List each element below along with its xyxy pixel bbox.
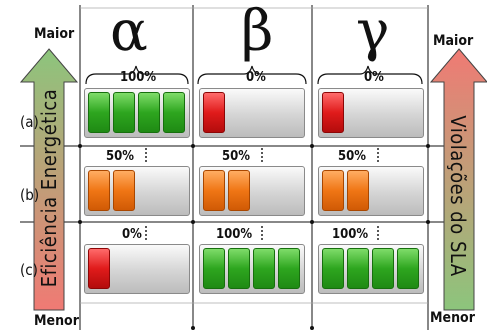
column-pct-alpha: 100% <box>120 70 157 85</box>
brace-col3 <box>317 65 423 85</box>
column-header-beta: β <box>241 0 274 64</box>
battery-cell <box>228 170 250 211</box>
battery-c3 <box>318 244 424 294</box>
battery-cell <box>88 248 110 289</box>
battery-cell <box>278 248 300 289</box>
brace-col1 <box>85 65 189 85</box>
right-bottom-label: Menor <box>430 310 475 326</box>
left-arrow <box>20 48 78 311</box>
cell-pct-c2: 100% <box>216 227 253 242</box>
battery-cell <box>253 248 275 289</box>
battery-a1 <box>84 88 190 138</box>
right-arrow <box>430 48 487 311</box>
cell-pct-c3: 100% <box>332 227 369 242</box>
left-axis-title: Eficiência Energética <box>37 88 61 288</box>
column-pct-gamma: 0% <box>364 70 384 85</box>
column-pct-beta: 0% <box>246 70 266 85</box>
battery-b3 <box>318 166 424 216</box>
battery-cell <box>347 170 369 211</box>
left-bottom-label: Menor <box>34 313 79 329</box>
battery-cell <box>203 92 225 133</box>
battery-cell <box>88 92 110 133</box>
battery-cell <box>322 92 344 133</box>
battery-cell <box>113 170 135 211</box>
battery-c1 <box>84 244 190 294</box>
brace-col2 <box>197 65 307 85</box>
left-top-label: Maior <box>34 26 75 42</box>
battery-cell <box>372 248 394 289</box>
battery-cell <box>203 248 225 289</box>
cell-pct-b2: 50% <box>222 149 250 164</box>
battery-cell <box>113 92 135 133</box>
battery-cell <box>203 170 225 211</box>
cell-pct-c1: 0% <box>122 227 142 242</box>
battery-b1 <box>84 166 190 216</box>
battery-cell <box>228 248 250 289</box>
row-label-c: (c) <box>20 261 38 279</box>
row-label-b: (b) <box>20 186 40 204</box>
battery-a2 <box>199 88 305 138</box>
battery-cell <box>397 248 419 289</box>
column-header-gamma: γ <box>356 0 390 64</box>
column-header-alpha: α <box>110 0 148 64</box>
right-top-label: Maior <box>433 33 474 49</box>
battery-cell <box>347 248 369 289</box>
row-label-a: (a) <box>20 113 39 131</box>
battery-cell <box>163 92 185 133</box>
battery-b2 <box>199 166 305 216</box>
battery-c2 <box>199 244 305 294</box>
cell-pct-b1: 50% <box>106 149 134 164</box>
battery-cell <box>88 170 110 211</box>
right-axis-title: Violações do SLA <box>446 115 470 277</box>
battery-cell <box>138 92 160 133</box>
cell-pct-b3: 50% <box>338 149 366 164</box>
battery-cell <box>322 170 344 211</box>
battery-a3 <box>318 88 424 138</box>
battery-cell <box>322 248 344 289</box>
